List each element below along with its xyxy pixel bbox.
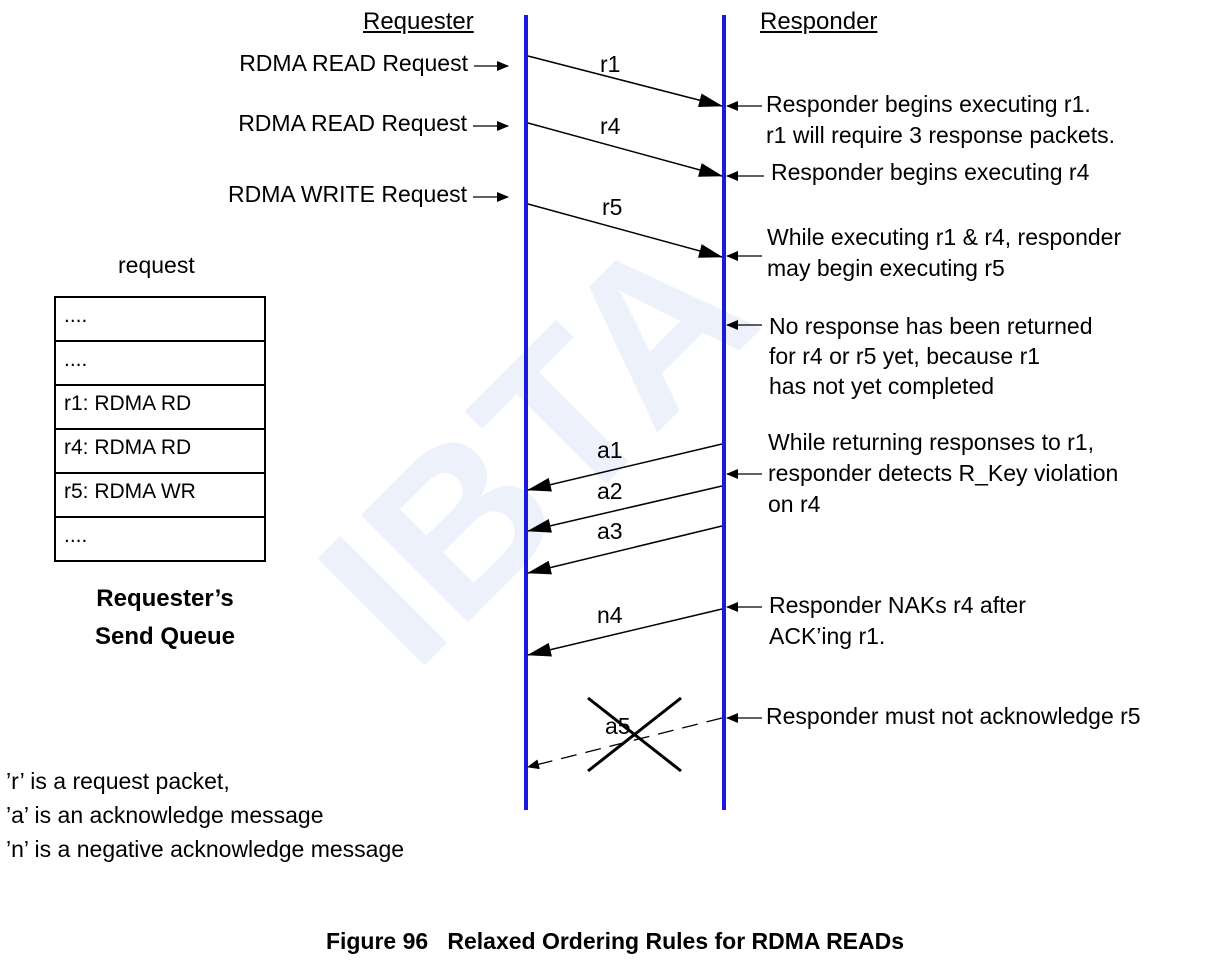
note-3-line-1: While executing r1 & r4, responder — [767, 224, 1122, 250]
queue-entry: .... — [54, 516, 266, 562]
note-5-line-2: responder detects R_Key violation — [768, 460, 1119, 486]
legend-line-3: ’n’ is a negative acknowledge message — [6, 836, 405, 862]
queue-entry: r4: RDMA RD — [54, 428, 266, 474]
packet-a3-arrow — [527, 525, 723, 575]
queue-title-line-2: Send Queue — [94, 623, 236, 650]
packet-r4-arrow — [527, 122, 723, 177]
packet-r4-label: r4 — [600, 113, 621, 139]
queue-entry: r5: RDMA WR — [54, 472, 266, 518]
packet-n4-label: n4 — [597, 602, 623, 628]
legend-line-2: ’a’ is an acknowledge message — [6, 802, 324, 828]
queue-entry: .... — [54, 340, 266, 386]
packet-a1-arrow — [527, 443, 723, 492]
send-queue-table: .... .... r1: RDMA RD r4: RDMA RD r5: RD… — [54, 296, 266, 562]
responder-header: Responder — [760, 8, 878, 35]
queue-heading: request — [118, 252, 195, 278]
note-4-line-3: has not yet completed — [769, 373, 995, 399]
requester-header: Requester — [363, 8, 474, 35]
packet-a2-arrow — [527, 485, 723, 533]
note-1-line-2: r1 will require 3 response packets. — [766, 122, 1115, 148]
queue-entry: r1: RDMA RD — [54, 384, 266, 430]
note-5-line-1: While returning responses to r1, — [768, 429, 1094, 455]
packet-r5-label: r5 — [602, 194, 623, 220]
queue-title: Requester’s Send Queue — [40, 580, 290, 656]
note-5-line-3: on r4 — [768, 491, 821, 517]
legend-line-1: ’r’ is a request packet, — [6, 768, 230, 794]
note-2-line-1: Responder begins executing r4 — [771, 159, 1090, 185]
packet-a3-label: a3 — [597, 518, 623, 544]
note-4-line-2: for r4 or r5 yet, because r1 — [769, 343, 1041, 369]
packet-a5-label: a5 — [605, 713, 631, 739]
packet-a2-label: a2 — [597, 478, 623, 504]
request-label-1: RDMA READ Request — [239, 50, 468, 76]
figure-caption: Figure 96 Relaxed Ordering Rules for RDM… — [325, 928, 905, 954]
note-6-line-2: ACK’ing r1. — [769, 623, 886, 649]
packet-r1-arrow — [527, 55, 723, 108]
packet-r5-arrow — [527, 203, 723, 258]
queue-title-line-1: Requester’s — [96, 585, 234, 612]
packet-n4-arrow — [527, 608, 723, 657]
request-label-3: RDMA WRITE Request — [228, 181, 467, 207]
note-7-line-1: Responder must not acknowledge r5 — [766, 703, 1141, 729]
request-label-2: RDMA READ Request — [238, 110, 467, 136]
note-6-line-1: Responder NAKs r4 after — [769, 592, 1026, 618]
packet-r1-label: r1 — [600, 51, 621, 77]
watermark: IBTA — [274, 184, 799, 709]
note-3-line-2: may begin executing r5 — [767, 255, 1005, 281]
note-4-line-1: No response has been returned — [769, 313, 1093, 339]
note-1-line-1: Responder begins executing r1. — [766, 91, 1091, 117]
queue-entry: .... — [54, 296, 266, 342]
a5-cross-stroke-2 — [587, 696, 682, 773]
packet-a1-label: a1 — [597, 437, 623, 463]
